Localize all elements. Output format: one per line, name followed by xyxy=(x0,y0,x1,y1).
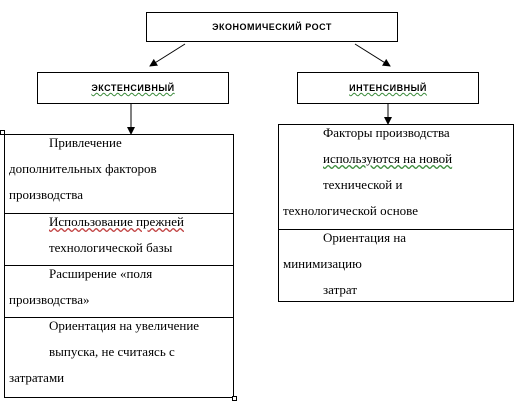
list-item: Факторы производства используются на нов… xyxy=(279,125,513,229)
title-box: ЭКОНОМИЧЕСКИЙ РОСТ xyxy=(146,12,398,42)
list-item: Ориентация на минимизацию затрат xyxy=(279,229,513,304)
diagram-title: ЭКОНОМИЧЕСКИЙ РОСТ xyxy=(212,22,332,32)
item-line-text: дополнительных факторов xyxy=(9,161,157,176)
item-line: Факторы производства xyxy=(323,125,450,140)
list-item: Ориентация на увеличение выпуска, не счи… xyxy=(5,317,233,398)
item-line: технической и xyxy=(323,177,403,192)
arrow-to-extensive xyxy=(149,43,186,67)
item-line: технологической базы xyxy=(49,240,173,255)
item-line: минимизацию xyxy=(283,256,362,271)
item-line: используются на новой xyxy=(323,151,453,166)
item-line: затратами xyxy=(9,370,65,385)
intensive-header-box: ИНТЕНСИВНЫЙ xyxy=(297,72,479,104)
arrow-to-intensive xyxy=(354,43,391,67)
item-line: технологической основе xyxy=(283,203,418,218)
selection-handle xyxy=(0,130,5,135)
list-item: Расширение «поля производства» xyxy=(5,265,233,318)
item-line: Расширение «поля xyxy=(49,266,153,281)
item-line: выпуска, не считаясь с xyxy=(49,344,175,359)
item-line: Использование прежней xyxy=(49,214,184,229)
item-line: затрат xyxy=(323,282,358,297)
item-line: дополнительных факторов xyxy=(9,161,229,177)
item-line: производства» xyxy=(9,292,90,307)
intensive-list: Факторы производства используются на нов… xyxy=(278,124,514,302)
item-line: Ориентация на увеличение xyxy=(49,318,200,333)
item-line: производства xyxy=(9,187,84,202)
extensive-header: ЭКСТЕНСИВНЫЙ xyxy=(91,83,175,93)
selection-handle xyxy=(232,396,237,401)
item-line: Ориентация на xyxy=(323,230,407,245)
extensive-list: Привлечение дополнительных факторов прои… xyxy=(4,134,234,398)
intensive-header: ИНТЕНСИВНЫЙ xyxy=(349,83,427,93)
extensive-header-box: ЭКСТЕНСИВНЫЙ xyxy=(37,72,229,104)
item-line: Привлечение xyxy=(49,135,122,150)
list-item: Использование прежней технологической ба… xyxy=(5,213,233,266)
list-item: Привлечение дополнительных факторов прои… xyxy=(5,135,233,213)
